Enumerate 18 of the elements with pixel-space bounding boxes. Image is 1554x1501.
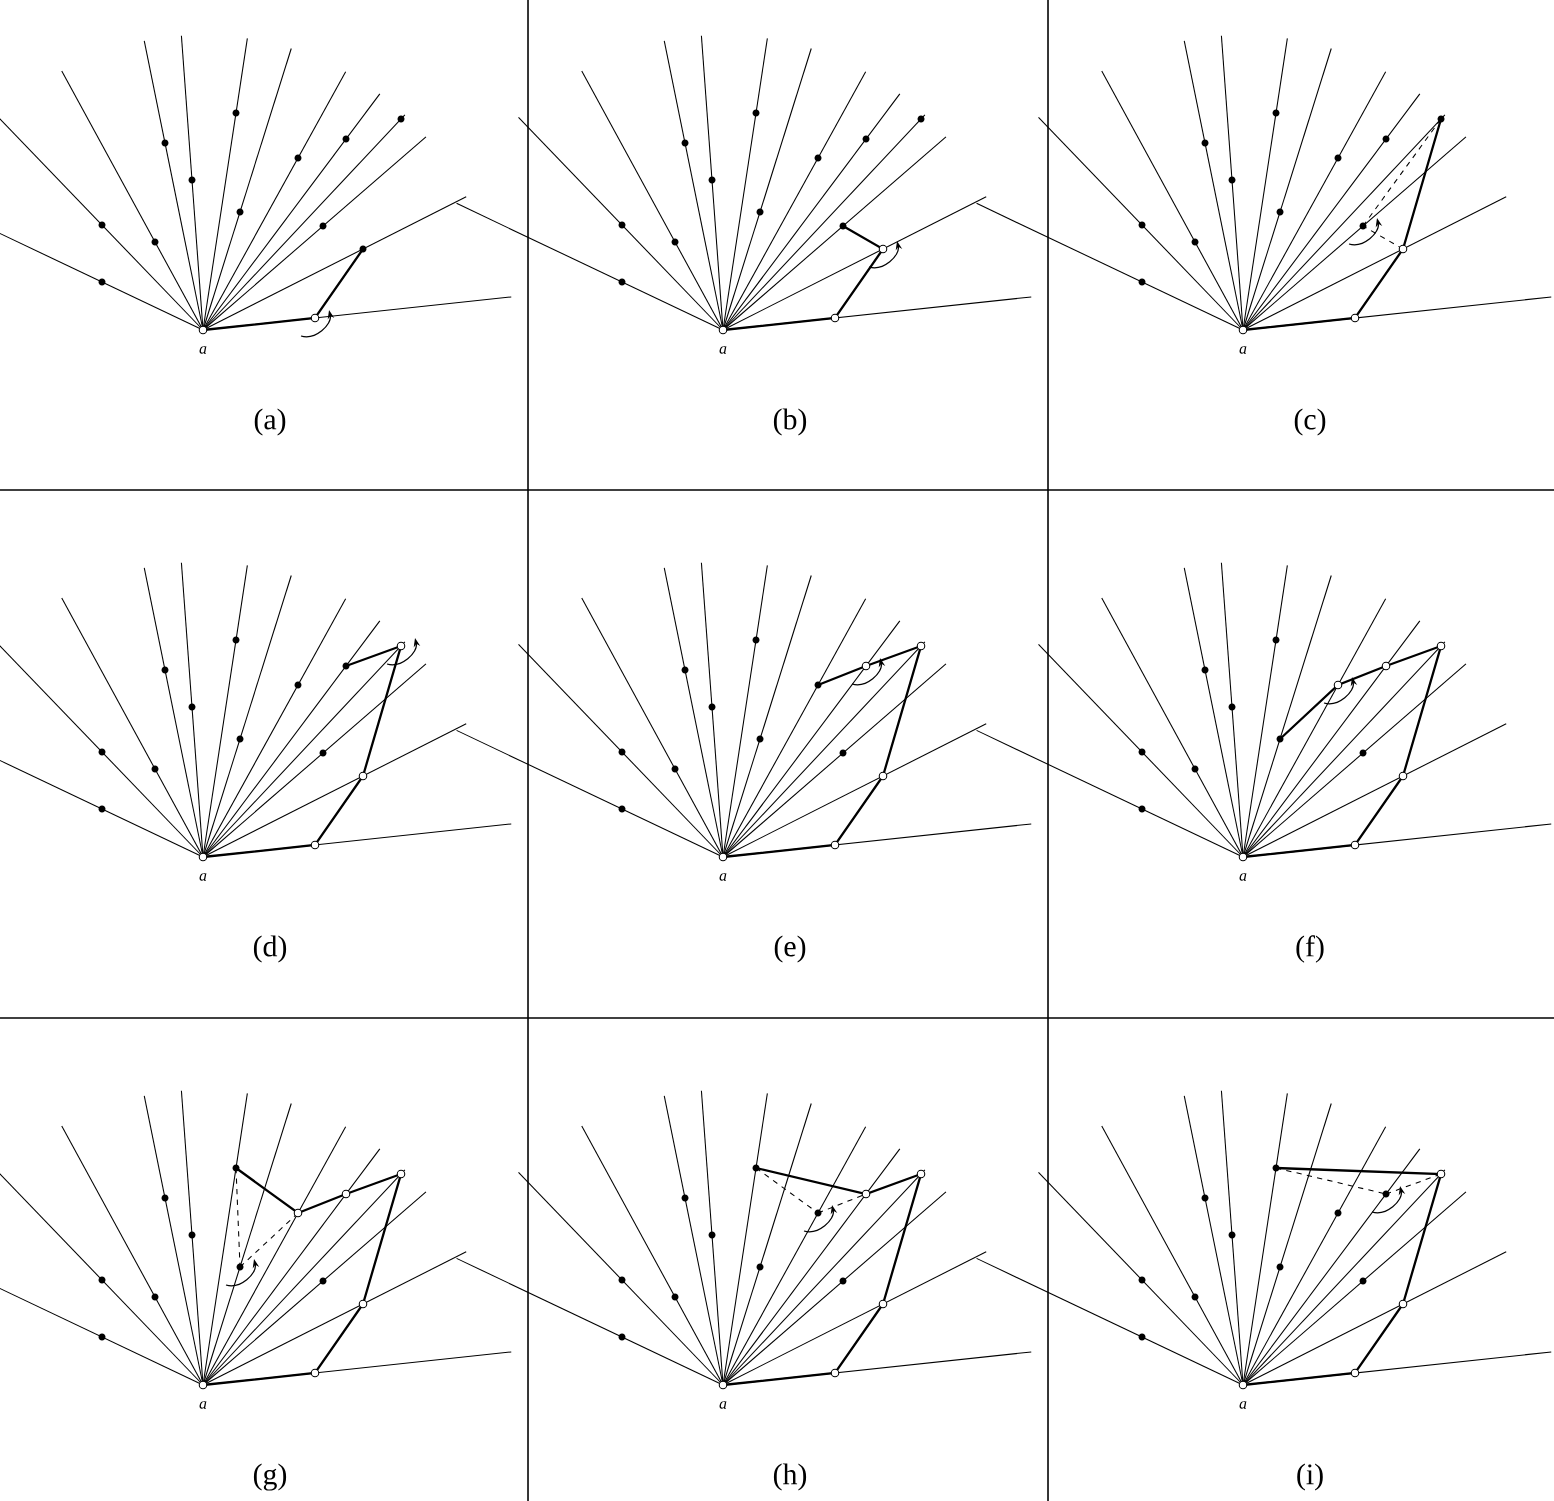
point-label: a bbox=[1239, 873, 1247, 881]
point-label: a bbox=[1239, 346, 1247, 354]
panel-caption: (f) bbox=[1296, 935, 1324, 963]
point-label: a bbox=[1239, 1401, 1247, 1409]
point-label: a bbox=[719, 1401, 727, 1409]
panel-caption: (i) bbox=[1297, 1463, 1323, 1491]
point-label: a bbox=[719, 873, 727, 881]
point-label: a bbox=[719, 346, 727, 354]
panel-caption: (g) bbox=[253, 1463, 287, 1491]
panel-caption: (c) bbox=[1294, 408, 1326, 436]
point-label: a bbox=[199, 873, 207, 881]
point-label: a bbox=[199, 346, 207, 354]
panel-caption: (d) bbox=[253, 935, 287, 963]
panel-caption: (a) bbox=[254, 408, 286, 436]
panel-caption: (b) bbox=[773, 408, 807, 436]
panel-caption: (e) bbox=[774, 935, 806, 963]
point-label: a bbox=[199, 1401, 207, 1409]
panel-caption: (h) bbox=[773, 1463, 807, 1491]
